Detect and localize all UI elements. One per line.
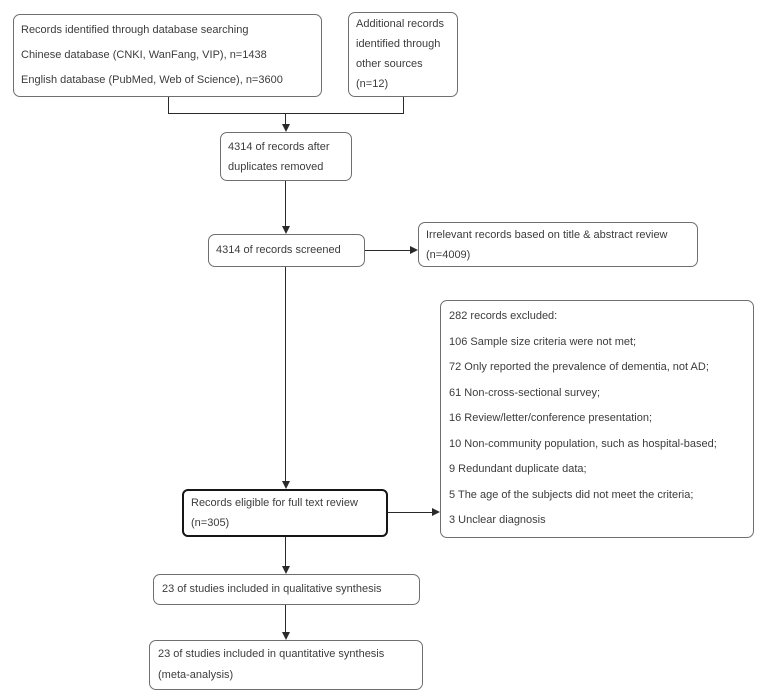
arrowhead-right-icon	[410, 246, 418, 254]
connector-additional-down	[403, 97, 404, 114]
connector-eligible-to-qualitative	[285, 537, 286, 566]
arrowhead-down-icon	[282, 632, 290, 640]
box-text-line: (n=12)	[356, 78, 389, 90]
connector-screened-to-eligible	[285, 267, 286, 481]
connector-eligible-to-excluded	[388, 512, 432, 513]
box-irrelevant-records: Irrelevant records based on title & abst…	[418, 222, 698, 267]
box-text-line: 282 records excluded:	[449, 310, 558, 322]
box-quantitative-synthesis: 23 of studies included in quantitative s…	[149, 640, 423, 690]
arrowhead-down-icon	[282, 481, 290, 489]
box-text-line: 9 Redundant duplicate data;	[449, 463, 587, 475]
box-text-line: 3 Unclear diagnosis	[449, 514, 546, 526]
connector-qualitative-to-quantitative	[285, 605, 286, 632]
box-full-text-review: Records eligible for full text review (n…	[182, 489, 388, 537]
box-text-line: 5 The age of the subjects did not meet t…	[449, 488, 694, 501]
box-text-line: Irrelevant records based on title & abst…	[426, 229, 668, 241]
box-text-line: 4314 of records after	[228, 141, 330, 153]
box-additional-records: Additional records identified through ot…	[348, 12, 458, 97]
box-text-line: other sources	[356, 58, 423, 70]
box-text-line: 4314 of records screened	[216, 244, 341, 256]
arrowhead-right-icon	[432, 508, 440, 516]
box-duplicates-removed: 4314 of records after duplicates removed	[220, 132, 352, 181]
box-text-line: Additional records	[356, 18, 445, 30]
connector-database-down	[168, 97, 169, 114]
box-text-line: English database (PubMed, Web of Science…	[21, 74, 283, 86]
box-text-line: Chinese database (CNKI, WanFang, VIP), n…	[21, 49, 267, 61]
box-text-line: 23 of studies included in quantitative s…	[158, 648, 385, 660]
box-text-line: 72 Only reported the prevalence of demen…	[449, 361, 709, 373]
box-text-line: 106 Sample size criteria were not met;	[449, 335, 637, 348]
box-text-line: Records eligible for full text review	[191, 497, 358, 509]
arrowhead-down-icon	[282, 124, 290, 132]
box-text-line: identified through	[356, 38, 441, 50]
box-text-line: duplicates removed	[228, 161, 324, 173]
box-records-identified-database: Records identified through database sear…	[13, 14, 322, 97]
arrowhead-down-icon	[282, 226, 290, 234]
box-text-line: 10 Non-community population, such as hos…	[449, 437, 717, 450]
box-records-screened: 4314 of records screened	[208, 234, 365, 267]
box-text-line: (n=305)	[191, 517, 230, 529]
box-text-line: 16 Review/letter/conference presentation…	[449, 412, 653, 424]
box-text-line: Records identified through database sear…	[21, 24, 249, 36]
box-text-line: 23 of studies included in qualitative sy…	[162, 583, 382, 595]
box-qualitative-synthesis: 23 of studies included in qualitative sy…	[153, 574, 420, 605]
connector-merge-to-dedup	[285, 113, 286, 126]
connector-dedup-to-screened	[285, 181, 286, 226]
connector-merge-horizontal	[168, 113, 404, 114]
arrowhead-down-icon	[282, 566, 290, 574]
box-text-line: (n=4009)	[426, 249, 471, 261]
box-text-line: (meta-analysis)	[158, 669, 234, 681]
box-records-excluded: 282 records excluded: 106 Sample size cr…	[440, 300, 754, 538]
box-text-line: 61 Non-cross-sectional survey;	[449, 386, 601, 399]
connector-screened-to-irrelevant	[365, 250, 410, 251]
